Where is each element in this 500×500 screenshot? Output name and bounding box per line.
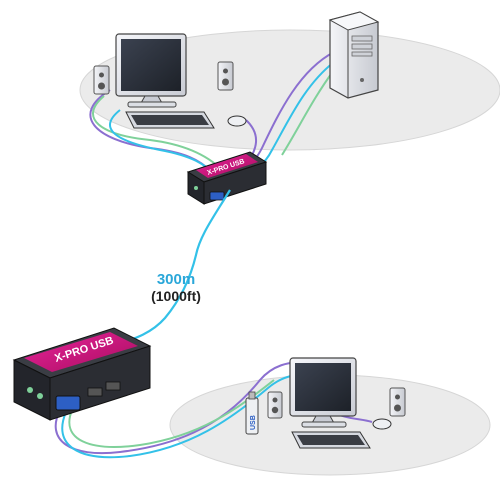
bottom-keyboard [291,431,371,449]
top-left-speaker [93,65,110,95]
usb-label: USB [250,415,257,430]
cable-purple-remote [54,361,305,455]
cable-cyan-remote [61,373,313,459]
cable-green-console [92,95,223,171]
cable-cyan-console [109,109,217,177]
distance-imperial-label: (1000ft) [151,288,201,304]
cable-green-computer [281,69,335,156]
bottom-monitor [289,357,357,428]
top-mouse [227,115,247,127]
top-right-speaker [217,61,234,91]
usb-drive: USB [245,391,259,435]
bottom-cables [54,361,373,459]
top-keyboard [125,111,215,129]
top-monitor [115,33,187,108]
cat-link-cable [117,189,231,346]
distance-metric-label: 300m [156,271,196,288]
bottom-left-speaker [267,391,283,419]
pc-tower [328,11,380,99]
bottom-mouse [372,418,392,430]
bottom-right-speaker [389,387,406,417]
cable-green-remote [68,379,275,448]
remote-extender-unit: X-PRO USB [12,327,152,421]
local-extender-unit: X-PRO USB [186,151,268,205]
